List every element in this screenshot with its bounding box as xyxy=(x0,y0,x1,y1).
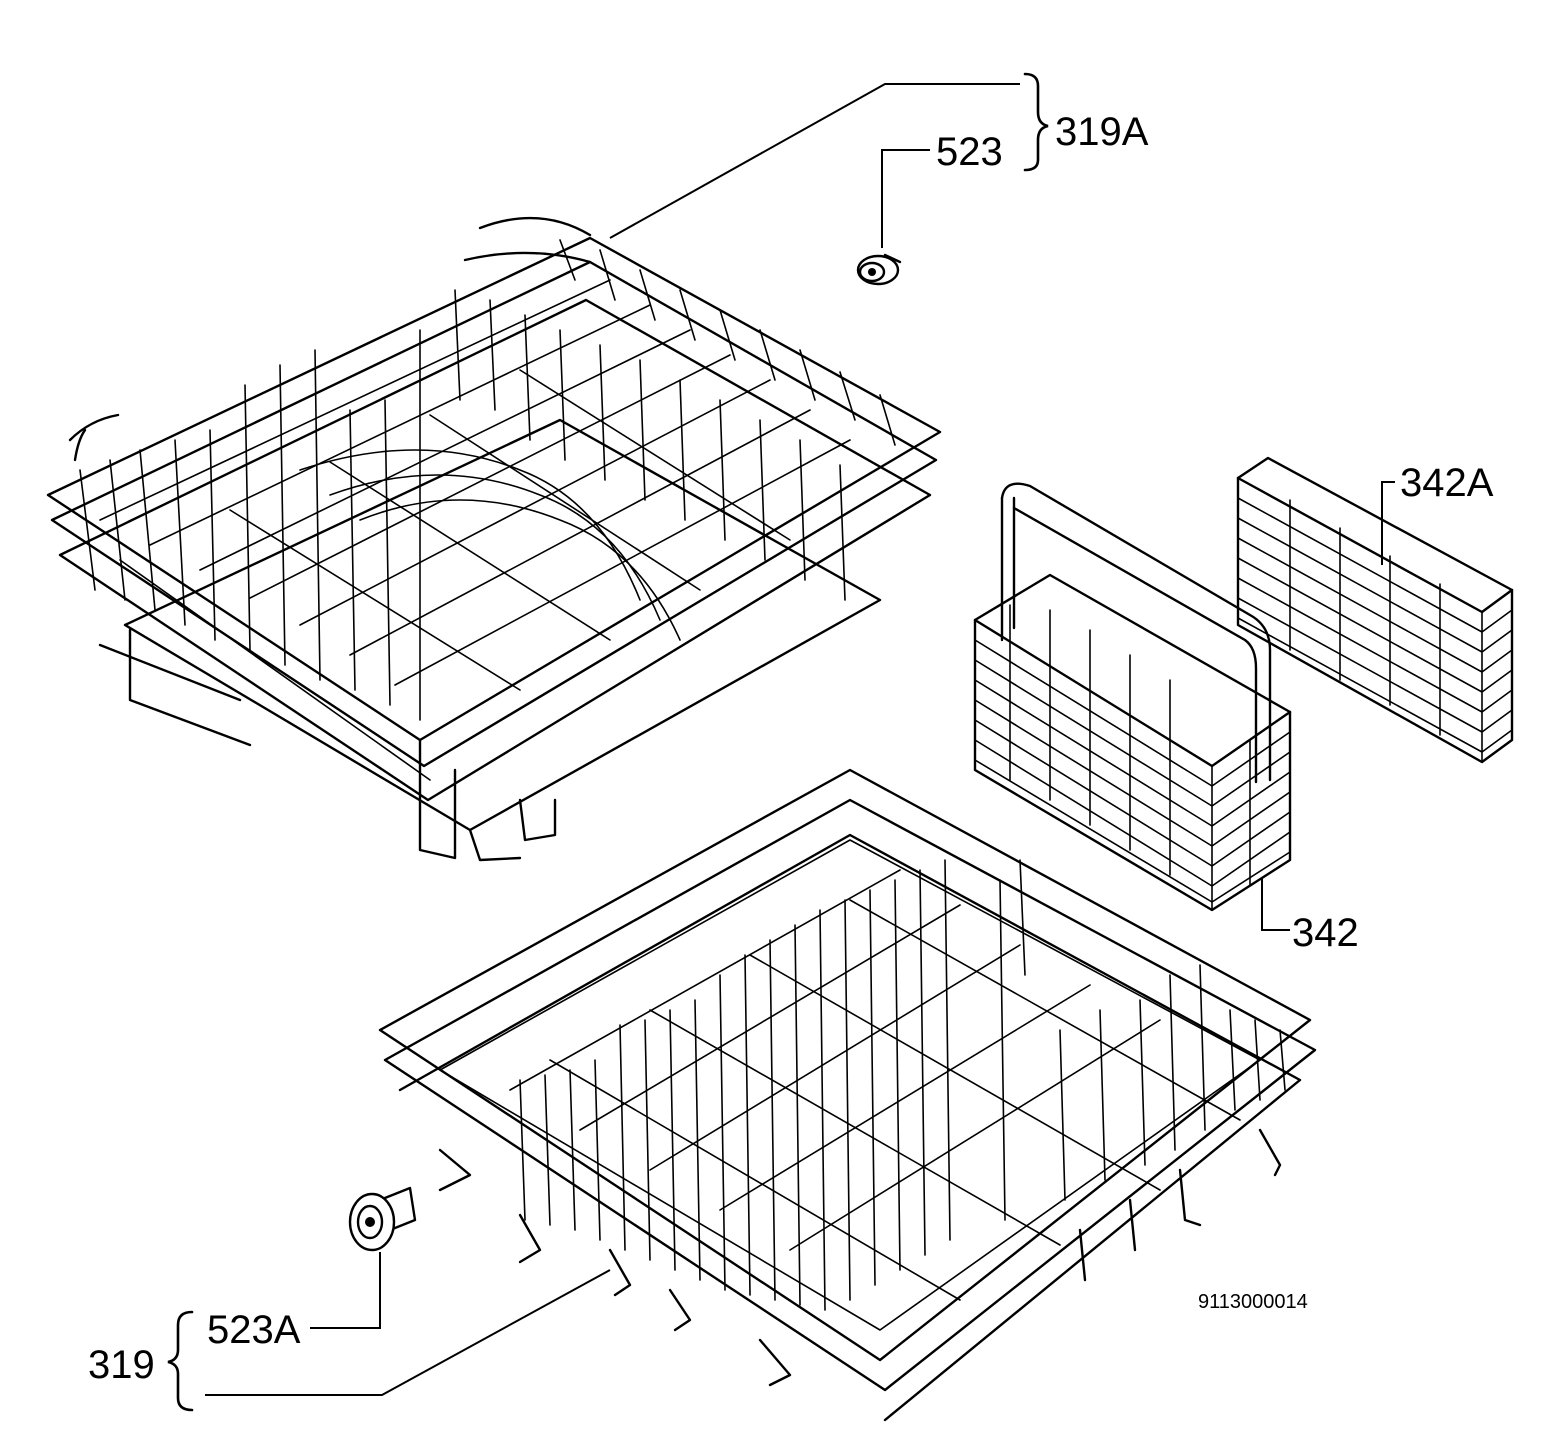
label-319: 319 xyxy=(88,1343,155,1387)
part-labels: 319A 523 342A 342 523A 319 9113000014 xyxy=(88,110,1494,1387)
lower-basket-tines xyxy=(519,859,1286,1311)
lower-basket-grid xyxy=(509,869,1241,1301)
cutlery-basket-grid-insert[interactable] xyxy=(1236,456,1514,764)
brace-319 xyxy=(167,1310,194,1412)
cutlery-basket[interactable] xyxy=(973,482,1292,912)
upper-basket-grid xyxy=(99,279,851,781)
label-523: 523 xyxy=(936,130,1003,174)
lower-basket[interactable] xyxy=(378,768,1317,1422)
upper-basket[interactable] xyxy=(46,216,942,862)
drawing-number: 9113000014 xyxy=(1198,1291,1308,1313)
label-319a: 319A xyxy=(1055,110,1149,154)
cutlery-basket-grid xyxy=(973,573,1292,912)
braces xyxy=(167,72,1049,1412)
brace-319a xyxy=(1023,72,1049,172)
leader-lines xyxy=(205,83,1395,1396)
label-342a: 342A xyxy=(1400,461,1494,505)
upper-basket-tines xyxy=(79,239,896,721)
label-342: 342 xyxy=(1292,911,1359,955)
label-523a: 523A xyxy=(207,1308,301,1352)
lower-wheel[interactable] xyxy=(348,1186,417,1252)
upper-wheel[interactable] xyxy=(856,253,902,286)
